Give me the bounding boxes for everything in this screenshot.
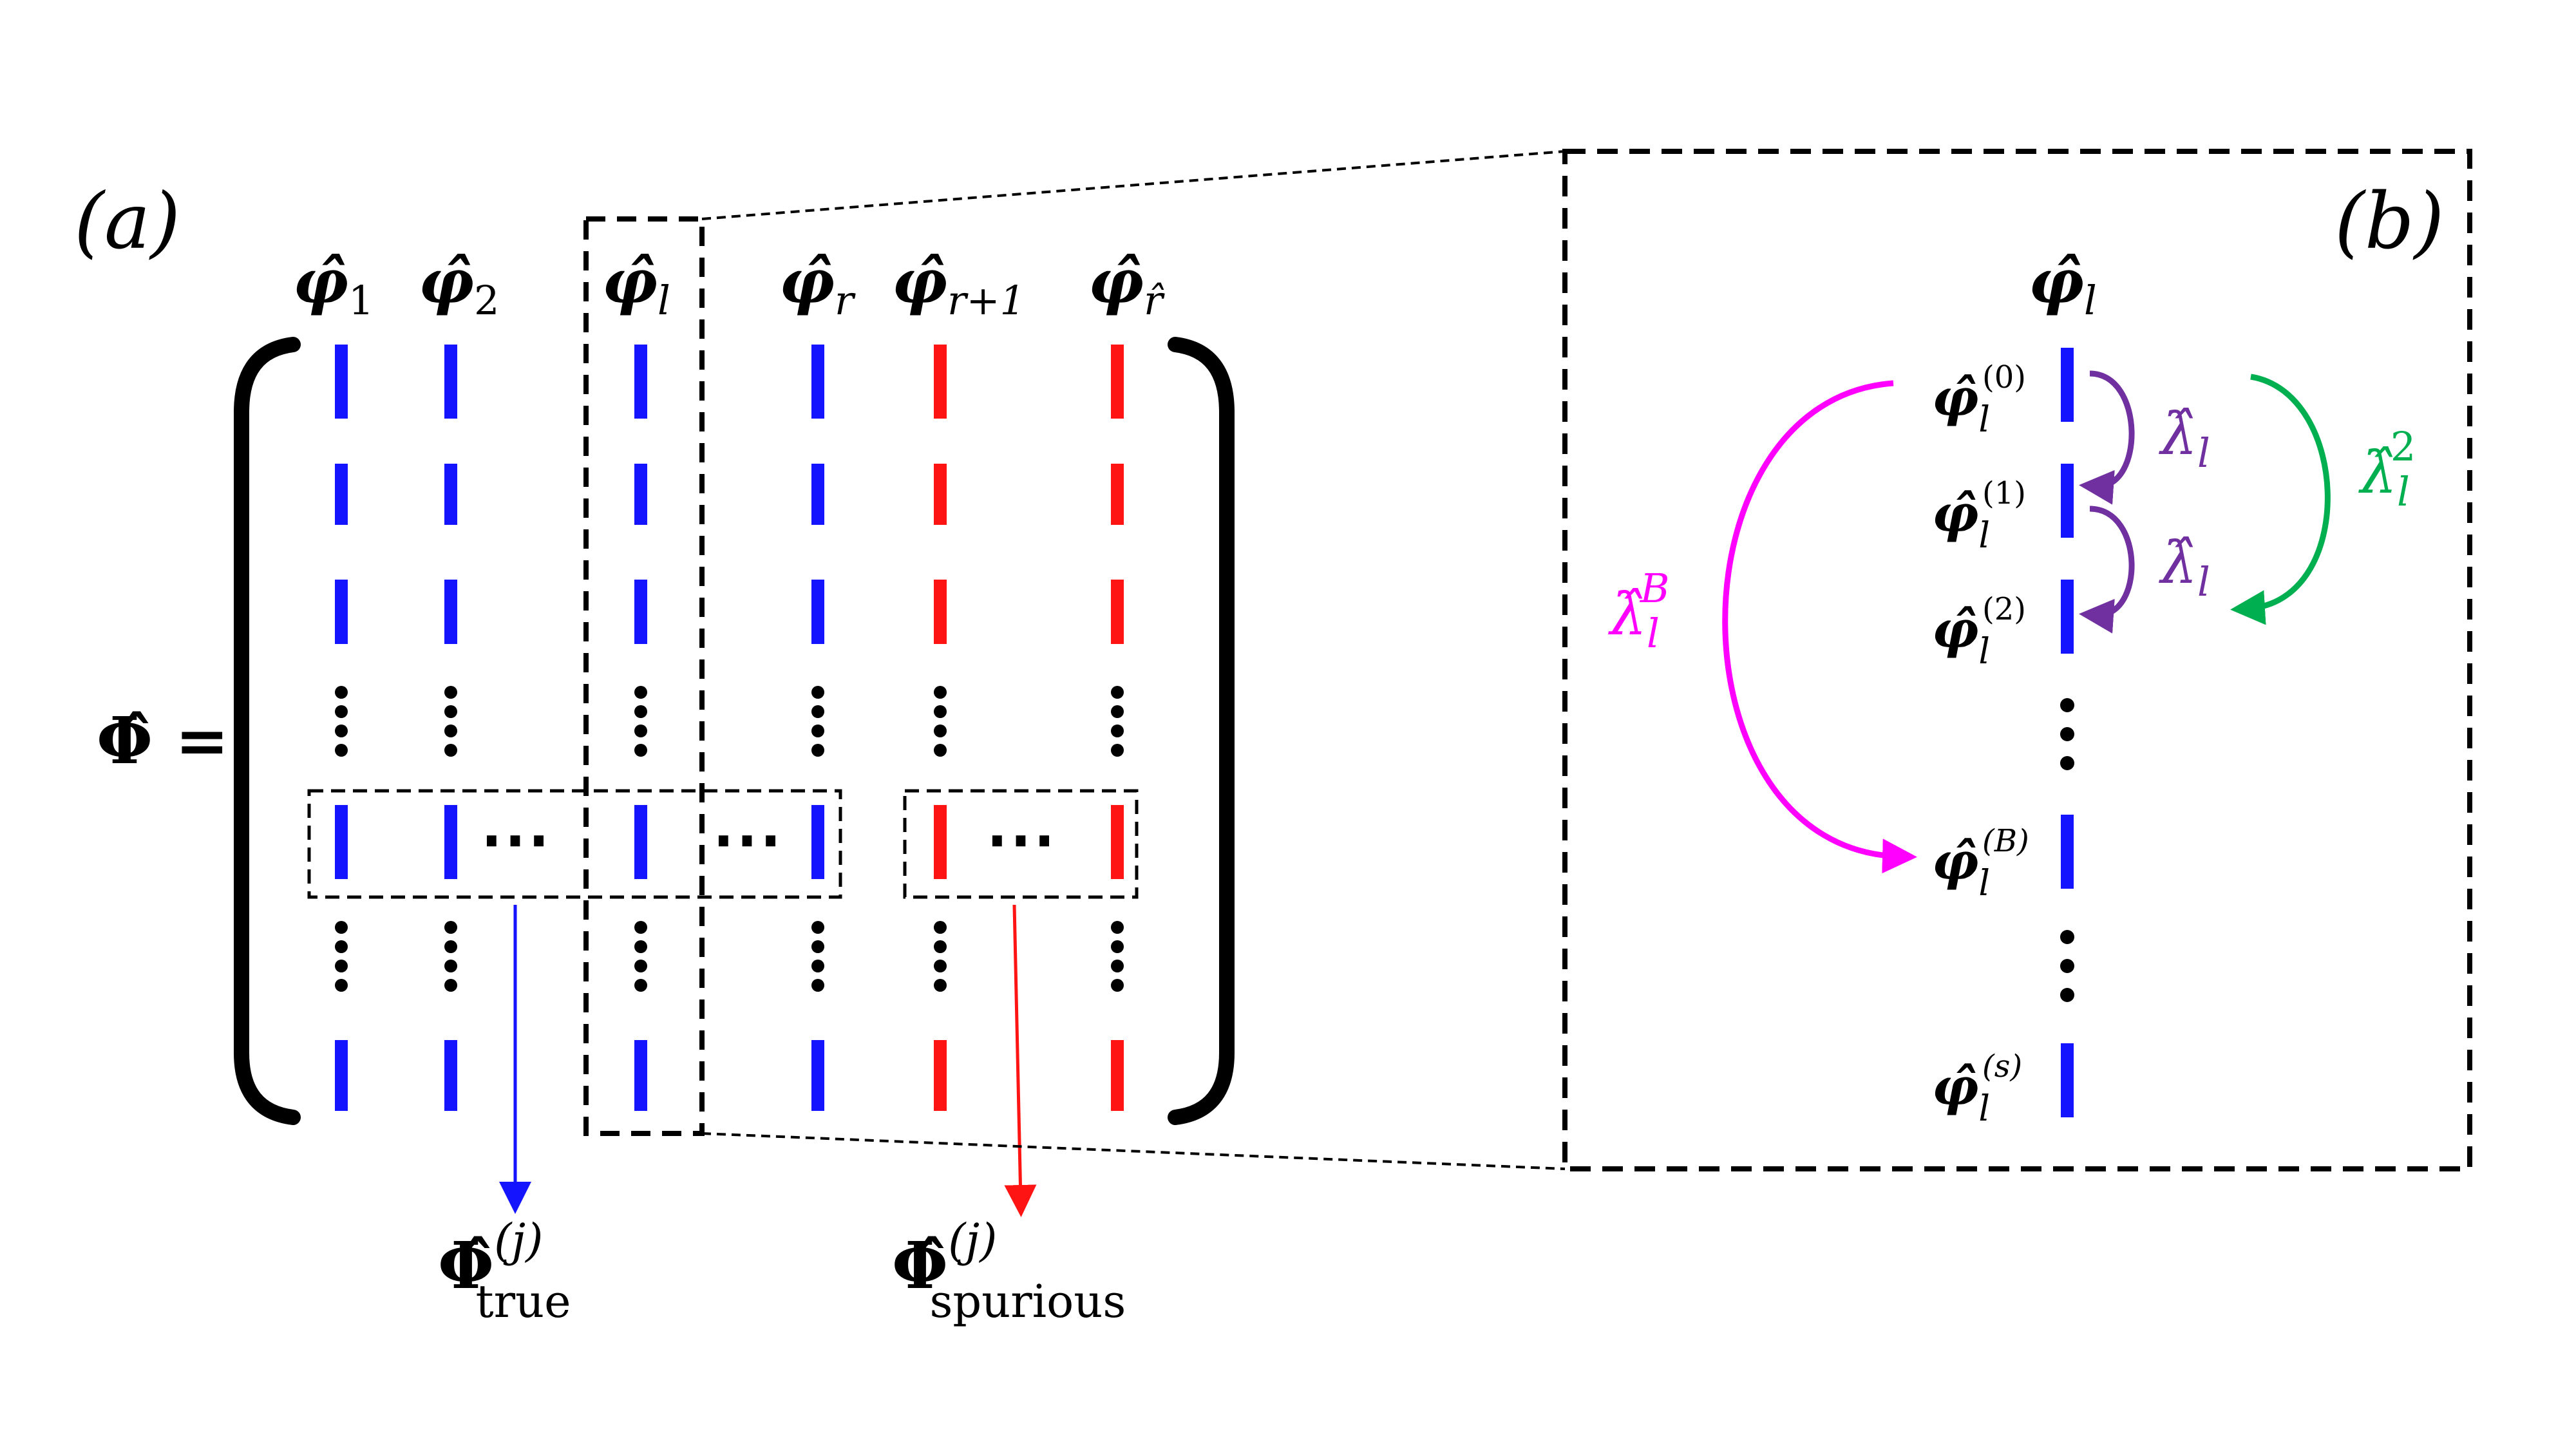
- spurious-modes-label: Φ̂(j)spurious: [892, 1214, 1126, 1328]
- ellipsis-dot: [335, 979, 348, 992]
- ellipsis-dot: [444, 979, 457, 992]
- ellipsis-dot: [634, 979, 647, 992]
- lambda-label-1: λ̂l: [2159, 401, 2210, 477]
- row-ellipsis: ⋯: [712, 797, 782, 880]
- ellipsis-dot: [1111, 744, 1124, 757]
- ellipsis-dot: [335, 744, 348, 757]
- ellipsis-dot: [934, 744, 947, 757]
- row-ellipsis: ⋯: [985, 797, 1056, 880]
- ellipsis-dot: [934, 686, 947, 699]
- lambda-squared-arrow: [2230, 374, 2331, 625]
- ellipsis-dot: [811, 686, 824, 699]
- ellipsis-dot: [1111, 940, 1124, 953]
- lambda-arrow-0-1: [2079, 370, 2135, 505]
- ellipsis-dot: [811, 940, 824, 953]
- ellipsis-dot: [634, 724, 647, 737]
- ellipsis-dot: [634, 921, 647, 934]
- panel-b-vertical-ellipses: [2060, 698, 2074, 1002]
- row-ellipsis: ⋯: [480, 797, 551, 880]
- ellipsis-dot: [811, 960, 824, 972]
- ellipsis-dot: [1111, 979, 1124, 992]
- ellipsis-dot: [444, 705, 457, 718]
- ellipsis-dot: [934, 724, 947, 737]
- matrix-columns: [335, 345, 1124, 1111]
- matrix-left-bracket: [234, 337, 301, 1125]
- ellipsis-dot: [444, 724, 457, 737]
- ellipsis-dot: [811, 705, 824, 718]
- lambda-squared-label: λ̂l2: [2358, 423, 2416, 515]
- ellipsis-dot: [335, 960, 348, 972]
- ellipsis-dot: [934, 960, 947, 972]
- ellipsis-dot: [811, 744, 824, 757]
- ellipsis-dot: [634, 960, 647, 972]
- ellipsis-dot: [1111, 705, 1124, 718]
- row-label-0: φ̂l(0): [1932, 359, 2026, 440]
- zoom-connector-top: [701, 150, 1566, 220]
- lambda-B-arrow: [1722, 380, 1917, 874]
- panel-b-frame: [1562, 149, 2472, 1171]
- zoom-connector-bottom: [701, 1132, 1566, 1170]
- ellipsis-dot: [1111, 724, 1124, 737]
- row-label-s: φ̂l(s): [1932, 1048, 2022, 1129]
- column-header: φ̂l: [602, 246, 670, 324]
- ellipsis-dot: [811, 921, 824, 934]
- ellipsis-dot: [1111, 921, 1124, 934]
- column-header: φ̂1: [293, 246, 374, 324]
- ellipsis-dot: [444, 940, 457, 953]
- ellipsis-dot: [811, 979, 824, 992]
- row-label-2: φ̂l(2): [1932, 591, 2026, 672]
- lambda-arrow-1-2: [2079, 506, 2135, 634]
- matrix-right-bracket: [1168, 337, 1235, 1125]
- row-label-B: φ̂l(B): [1932, 823, 2029, 904]
- ellipsis-dot: [634, 940, 647, 953]
- column-l-highlight-box: [583, 216, 705, 1136]
- ellipsis-dot: [335, 724, 348, 737]
- ellipsis-dot: [811, 724, 824, 737]
- lambda-B-label: λ̂lB: [1608, 565, 1669, 657]
- ellipsis-dot: [1111, 960, 1124, 972]
- ellipsis-dot: [335, 686, 348, 699]
- spurious-row-highlight-box: [903, 789, 1139, 899]
- ellipsis-dot: [444, 686, 457, 699]
- ellipsis-dot: [934, 705, 947, 718]
- ellipsis-dot: [444, 744, 457, 757]
- panel-b-header: φ̂l: [2029, 246, 2097, 324]
- ellipsis-dot: [634, 686, 647, 699]
- matrix-symbol: Φ̂ =: [97, 703, 229, 779]
- spurious-arrow: [1004, 904, 1037, 1217]
- panel-a: (a) Φ̂ = φ̂1 φ̂2 φ̂l φ̂r φ̂r+1 φ̂r̂: [74, 177, 1235, 1328]
- row-ellipses: ⋯ ⋯ ⋯: [480, 797, 1056, 880]
- ellipsis-dot: [335, 705, 348, 718]
- ellipsis-dot: [335, 940, 348, 953]
- vertical-ellipses: [335, 686, 1124, 992]
- true-modes-label: Φ̂(j)true: [438, 1214, 571, 1328]
- row-label-1: φ̂l(1): [1932, 475, 2026, 556]
- column-header: φ̂r: [779, 246, 856, 324]
- ellipsis-dot: [934, 940, 947, 953]
- panel-b-label: (b): [2334, 177, 2444, 267]
- panel-a-label: (a): [74, 177, 180, 267]
- panel-b: (b) φ̂l φ̂l(0) φ̂l(1) φ̂l(2) φ̂l(B) φ̂l(…: [1562, 149, 2472, 1171]
- ellipsis-dot: [335, 921, 348, 934]
- column-header: φ̂r̂: [1088, 246, 1165, 324]
- true-row-highlight-box: [307, 789, 842, 899]
- ellipsis-dot: [444, 960, 457, 972]
- ellipsis-dot: [444, 921, 457, 934]
- ellipsis-dot: [1111, 686, 1124, 699]
- lambda-label-2: λ̂l: [2159, 529, 2210, 605]
- column-header: φ̂r+1: [892, 246, 1025, 324]
- column-header: φ̂2: [419, 246, 499, 324]
- column-headers: φ̂1 φ̂2 φ̂l φ̂r φ̂r+1 φ̂r̂: [293, 246, 1165, 324]
- ellipsis-dot: [634, 744, 647, 757]
- ellipsis-dot: [634, 705, 647, 718]
- ellipsis-dot: [934, 979, 947, 992]
- ellipsis-dot: [934, 921, 947, 934]
- panel-b-row-labels: φ̂l(0) φ̂l(1) φ̂l(2) φ̂l(B) φ̂l(s): [1932, 359, 2029, 1129]
